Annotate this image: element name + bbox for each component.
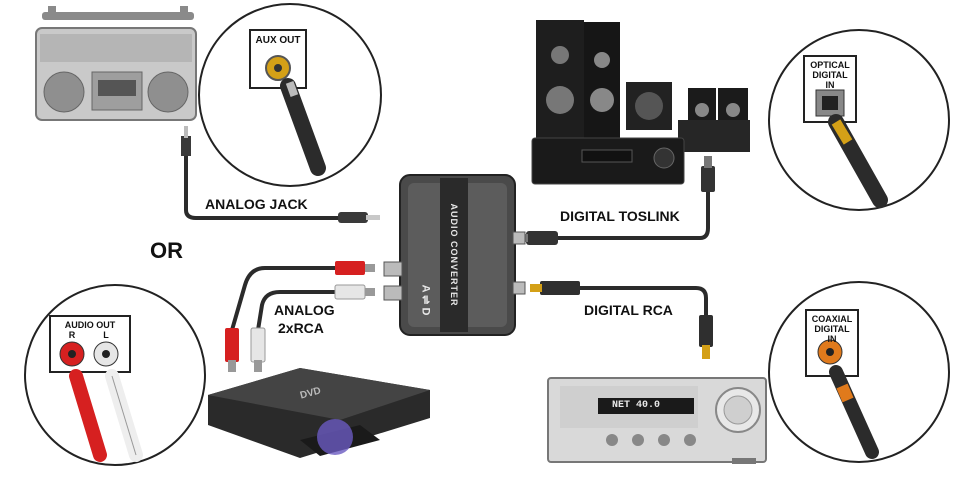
jack-plug-right-tip bbox=[366, 215, 380, 220]
coaxial-text-3: IN bbox=[827, 334, 837, 344]
coax-tip-left bbox=[530, 284, 542, 292]
two-rca-label: 2xRCA bbox=[278, 320, 324, 336]
analog-label: ANALOG bbox=[274, 302, 335, 318]
optical-text-3: IN bbox=[825, 80, 835, 90]
optical-text-2: DIGITAL bbox=[812, 70, 848, 80]
audio-out-r-text: R bbox=[68, 330, 76, 340]
audio-converter bbox=[383, 174, 526, 336]
jack-plug-top bbox=[181, 136, 191, 156]
analog-jack-cable bbox=[184, 150, 340, 220]
receiver-display: NET 40.0 bbox=[612, 400, 661, 411]
coaxial-text-2: DIGITAL bbox=[814, 324, 850, 334]
toslink-plug-up bbox=[701, 166, 715, 192]
audio-out-rl-callout bbox=[24, 284, 206, 466]
converter-ad-text: A ⇌ D bbox=[419, 284, 432, 316]
dvd-player bbox=[208, 368, 430, 458]
coax-plug-left bbox=[540, 281, 580, 295]
coax-plug-down bbox=[699, 315, 713, 347]
coax-tip-down bbox=[702, 345, 710, 359]
coaxial-text-1: COAXIAL bbox=[811, 314, 853, 324]
amplifier bbox=[547, 377, 767, 464]
or-label: OR bbox=[150, 238, 183, 263]
toslink-plug-left bbox=[526, 231, 558, 245]
analog-jack-label: ANALOG JACK bbox=[205, 196, 308, 212]
jack-plug-tip bbox=[184, 126, 188, 138]
rca-red-cable bbox=[230, 266, 337, 331]
rca-white-tip-down bbox=[254, 360, 262, 372]
coaxial-in-callout bbox=[768, 281, 950, 463]
toslink-tip-up bbox=[704, 156, 712, 168]
audio-out-text: AUDIO OUT bbox=[64, 320, 116, 330]
speaker-system bbox=[531, 20, 750, 185]
rca-red-tip-right bbox=[365, 264, 375, 272]
audio-out-l-text: L bbox=[103, 330, 109, 340]
rca-white-plug-right bbox=[334, 284, 366, 300]
rca-red-plug-right bbox=[335, 261, 365, 275]
rca-red-plug-down bbox=[225, 328, 239, 362]
boombox bbox=[35, 6, 197, 121]
rca-red-tip-down bbox=[228, 360, 236, 372]
toslink-cable bbox=[555, 168, 710, 240]
optical-text-1: OPTICAL bbox=[810, 60, 850, 70]
rca-white-plug-down bbox=[250, 327, 266, 363]
optical-in-callout bbox=[768, 29, 950, 211]
rca-white-cable bbox=[256, 290, 337, 331]
digital-rca-label: DIGITAL RCA bbox=[584, 302, 673, 318]
converter-text: AUDIO CONVERTER bbox=[449, 203, 459, 307]
rca-white-tip-right bbox=[365, 288, 375, 296]
aux-out-text: AUX OUT bbox=[255, 35, 301, 46]
aux-out-callout bbox=[198, 3, 382, 187]
digital-rca-cable bbox=[560, 286, 708, 320]
jack-plug-right bbox=[338, 212, 368, 223]
digital-toslink-label: DIGITAL TOSLINK bbox=[560, 208, 680, 224]
